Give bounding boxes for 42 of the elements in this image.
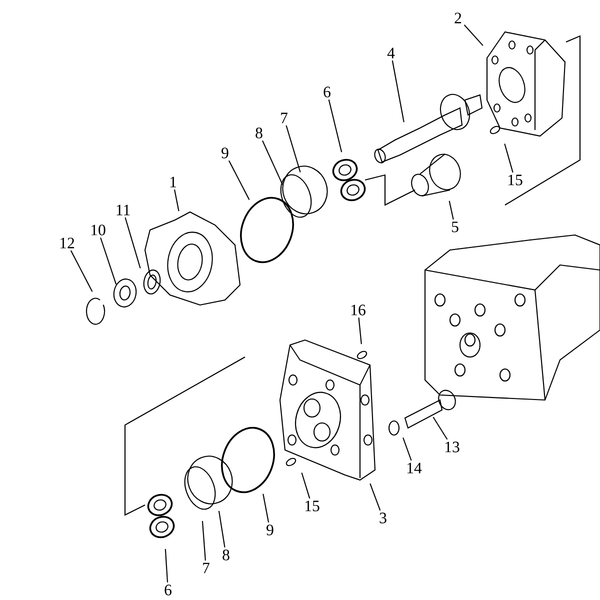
leader-line	[432, 416, 448, 440]
callout-number: 11	[116, 204, 130, 216]
callout-number: 14	[407, 462, 422, 474]
callout-number: 2	[454, 12, 462, 24]
callout-number: 8	[222, 550, 230, 560]
callout-number: 7	[203, 562, 210, 574]
leader-line	[370, 483, 381, 511]
callout-number: 13	[445, 442, 460, 452]
callout-number: 4	[387, 48, 395, 58]
callout-number: 3	[380, 512, 386, 524]
callout-number: 6	[164, 584, 172, 596]
leader-line	[286, 125, 301, 172]
leader-line	[202, 520, 206, 561]
callout-number: 6	[324, 86, 330, 98]
callout-number: 8	[256, 128, 262, 138]
leader-line	[228, 160, 250, 200]
callout-number: 5	[452, 222, 458, 232]
leader-line	[448, 200, 454, 220]
callout-number: 16	[351, 304, 366, 316]
callout-number: 10	[91, 224, 106, 236]
callout-number: 9	[222, 148, 228, 158]
leader-line	[358, 318, 362, 344]
leader-line	[504, 144, 514, 173]
leader-line	[70, 250, 93, 292]
leader-line	[392, 60, 404, 122]
callout-number: 7	[281, 112, 288, 124]
callout-number: 15	[305, 500, 320, 512]
leader-line	[464, 24, 484, 46]
leader-line	[301, 472, 310, 499]
leader-line	[124, 217, 141, 268]
callout-number: 12	[60, 238, 74, 248]
leader-line	[262, 140, 283, 185]
leader-line	[100, 237, 117, 284]
leader-line	[402, 437, 412, 461]
callout-number: 9	[266, 524, 274, 536]
callout-number: 15	[508, 174, 522, 186]
leader-line	[174, 189, 180, 212]
leader-line	[164, 548, 168, 582]
leader-line	[218, 510, 226, 548]
callout-number: 1	[170, 176, 176, 188]
leader-line	[328, 99, 342, 152]
leader-line	[262, 494, 270, 522]
